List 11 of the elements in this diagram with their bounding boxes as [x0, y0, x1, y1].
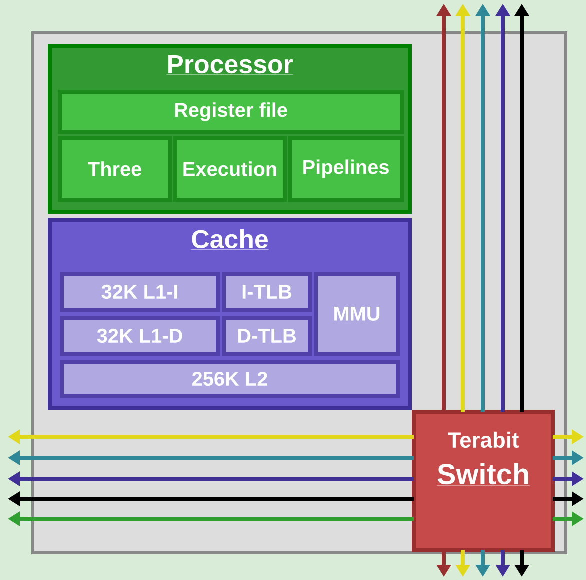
unit-box: Execution [173, 136, 287, 202]
unit-box: Three [58, 136, 172, 202]
switch-box: Terabit Switch [412, 410, 555, 552]
unit-box: Register file [58, 90, 404, 134]
unit-box: 32K L1-I [60, 272, 220, 312]
unit-box: Pipelines [288, 136, 404, 202]
unit-box: 256K L2 [60, 360, 400, 398]
unit-box: I-TLB [222, 272, 312, 312]
unit-box: MMU [314, 272, 400, 356]
unit-box: D-TLB [222, 316, 312, 356]
unit-box: 32K L1-D [60, 316, 220, 356]
